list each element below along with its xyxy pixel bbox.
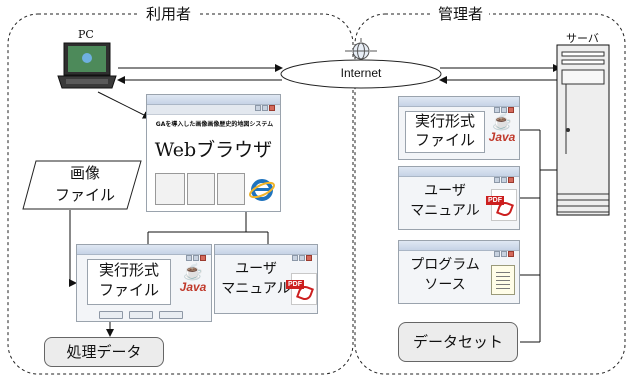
image-file-shape [22,160,142,214]
image-file-label: 画像 ファイル [40,162,130,206]
notepad-icon [491,265,515,295]
program-source-window: プログラム ソース [398,240,520,304]
image-file-line1: 画像 [69,164,100,182]
admin-exec-window: 実行形式 ファイル ☕ Java [398,96,520,160]
java-icon: ☕ Java [488,114,516,144]
globe-network-icon [345,38,377,68]
browser-header-text: GAを導入した画像画像歴史的地図システム [155,121,274,128]
pdf-icon: PDF [286,273,317,305]
pc-to-browser-arrow [97,91,151,119]
user-exec-label: 実行形式 ファイル [87,259,171,305]
user-exec-window: 実行形式 ファイル ☕ Java [76,244,212,322]
user-exec-buttons [99,311,183,319]
user-manual-label: ユーザ マニュアル [221,261,291,297]
user-region-border [7,13,354,375]
processed-data-box: 処理データ [44,337,164,367]
internet-ellipse [280,59,442,89]
server-tower-icon [556,44,612,224]
pc-label: PC [78,28,94,41]
browser-title: Webブラウザ [154,139,273,161]
java-icon: ☕ Java [179,264,207,294]
admin-region-border [354,13,626,375]
program-source-label: プログラム ソース [410,257,480,293]
pdf-icon: PDF [486,189,517,221]
internet-label: Internet [340,66,382,80]
laptop-icon [56,42,118,96]
user-region-title: 利用者 [140,5,198,23]
admin-manual-window: ユーザ マニュアル PDF [398,166,520,230]
user-manual-window: ユーザ マニュアル PDF [214,244,318,314]
internet-explorer-icon [249,177,275,207]
admin-exec-label: 実行形式 ファイル [405,111,485,153]
image-to-exec-arrow [69,210,77,287]
admin-manual-label: ユーザ マニュアル [410,183,480,219]
image-file-line2: ファイル [54,186,115,204]
server-label: サーバ [566,32,599,45]
admin-region-title: 管理者 [432,5,490,23]
dataset-box: データセット [398,322,518,362]
web-browser-window: GAを導入した画像画像歴史的地図システム Webブラウザ [146,94,281,212]
